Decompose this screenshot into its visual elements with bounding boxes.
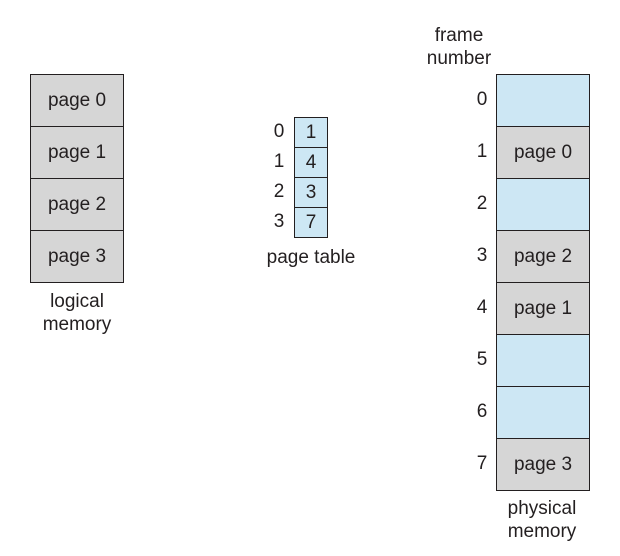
frame-number-2: 2 [476, 193, 488, 214]
frame-number-6: 6 [476, 401, 488, 422]
logical-page-0: page 0 [31, 75, 123, 126]
physical-frame-7: page 3 [497, 438, 589, 490]
logical-memory: page 0 page 1 page 2 page 3 [30, 74, 124, 283]
logical-page-3: page 3 [31, 230, 123, 282]
physical-frame-0 [497, 75, 589, 126]
physical-frame-2 [497, 178, 589, 230]
frame-number-header: frame number [410, 24, 508, 70]
physical-memory-caption-line1: physical [507, 498, 577, 519]
page-table-entry-2: 3 [295, 177, 327, 207]
page-table-index-0: 0 [273, 121, 285, 142]
page-table-index-2: 2 [273, 181, 285, 202]
frame-number-3: 3 [476, 245, 488, 266]
frame-number-0: 0 [476, 89, 488, 110]
page-table-index-1: 1 [273, 151, 285, 172]
page-table-entry-3: 7 [295, 207, 327, 237]
physical-memory-caption-line2: memory [507, 521, 577, 542]
physical-frame-6 [497, 386, 589, 438]
frame-number-header-line1: frame [434, 25, 484, 46]
page-table-caption: page table [266, 247, 356, 268]
page-table-entry-1: 4 [295, 147, 327, 177]
page-table-indices: 0 1 2 3 [268, 117, 290, 237]
frame-numbers: 0 1 2 3 4 5 6 7 [470, 74, 494, 490]
physical-frame-1: page 0 [497, 126, 589, 178]
frame-number-4: 4 [476, 297, 488, 318]
logical-memory-caption-line2: memory [42, 314, 112, 335]
frame-number-1: 1 [476, 141, 488, 162]
physical-memory-caption: physical memory [486, 497, 598, 543]
physical-frame-5 [497, 334, 589, 386]
physical-memory: page 0 page 2 page 1 page 3 [496, 74, 590, 491]
physical-frame-3: page 2 [497, 230, 589, 282]
page-table: 1 4 3 7 [294, 117, 328, 238]
frame-number-header-line2: number [426, 48, 492, 69]
frame-number-7: 7 [476, 453, 488, 474]
logical-page-2: page 2 [31, 178, 123, 230]
logical-memory-caption-line1: logical [50, 291, 104, 312]
page-table-index-3: 3 [273, 211, 285, 232]
frame-number-5: 5 [476, 349, 488, 370]
physical-frame-4: page 1 [497, 282, 589, 334]
logical-page-1: page 1 [31, 126, 123, 178]
logical-memory-caption: logical memory [22, 290, 132, 336]
page-table-entry-0: 1 [295, 118, 327, 147]
